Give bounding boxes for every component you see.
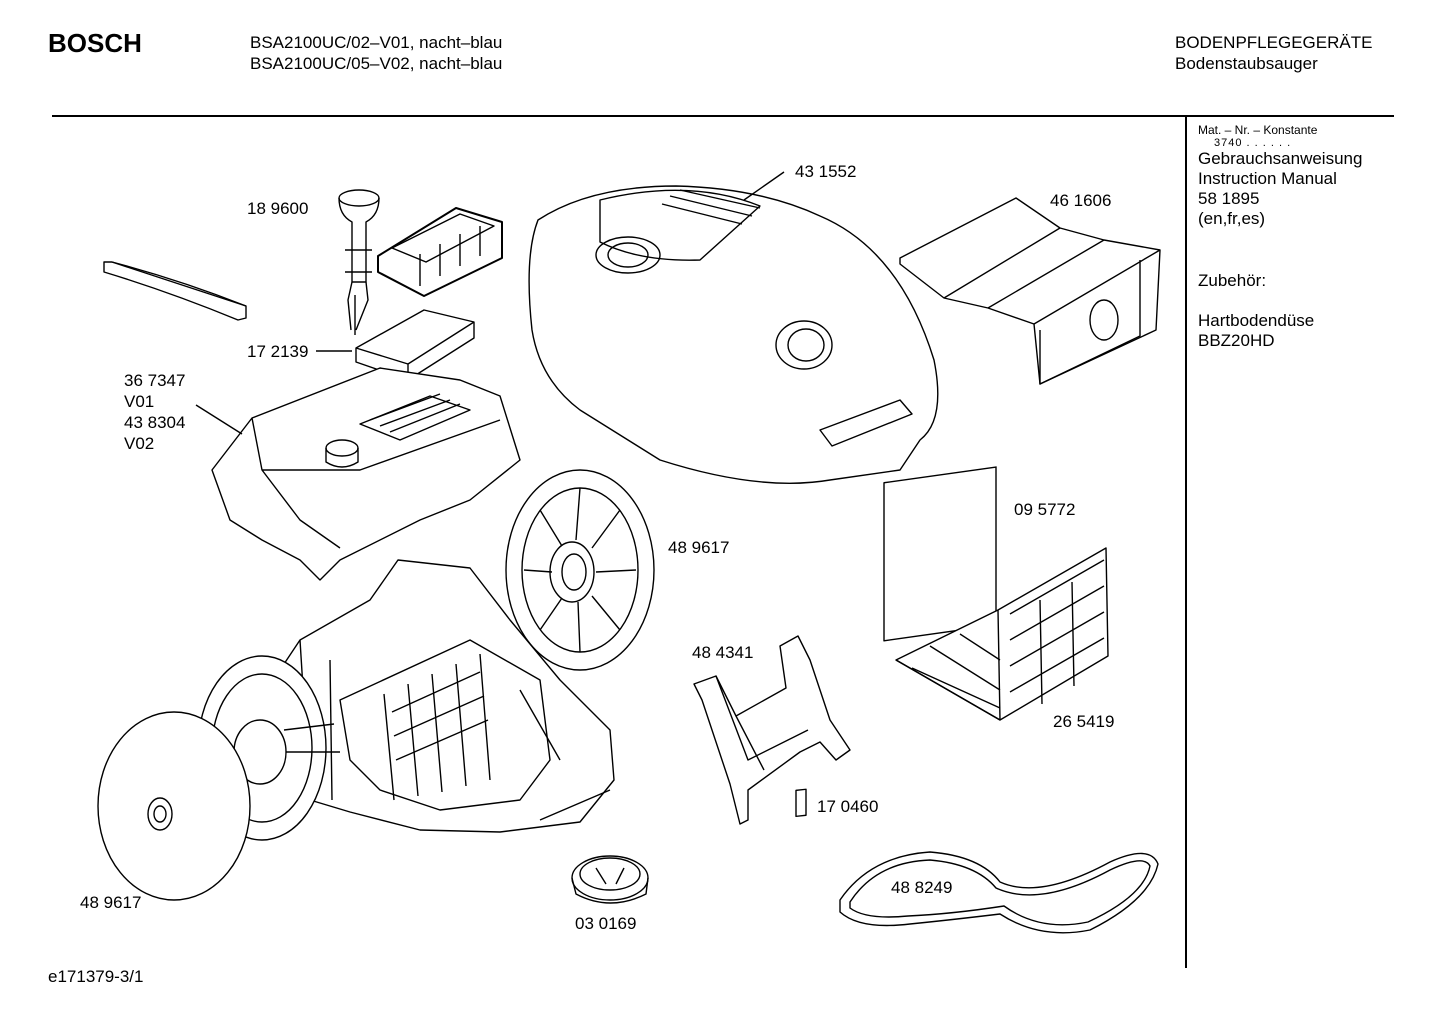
model-line: BSA2100UC/05–V02, nacht–blau xyxy=(250,54,503,73)
part-label-030169: 03 0169 xyxy=(575,914,637,933)
inner-housing xyxy=(211,367,521,581)
part-label-461606: 46 1606 xyxy=(1050,191,1112,210)
drawing-id: e171379-3/1 xyxy=(48,967,144,986)
part-label-438304: 43 8304 xyxy=(124,413,186,432)
category-subtitle: Bodenstaubsauger xyxy=(1175,54,1318,73)
leader-431552 xyxy=(743,171,785,201)
part-label-367347: 36 7347 xyxy=(124,371,186,390)
dust-bag xyxy=(899,197,1161,385)
filter-cassette xyxy=(377,207,503,297)
part-label-489617-left: 48 9617 xyxy=(80,893,142,912)
wheel-right xyxy=(505,469,655,671)
model-list: BSA2100UC/02–V01, nacht–blau BSA2100UC/0… xyxy=(250,32,502,74)
pin-part xyxy=(338,189,380,335)
filter-ring xyxy=(571,855,649,904)
part-label-170460: 17 0460 xyxy=(817,797,879,816)
part-label-488249: 48 8249 xyxy=(891,878,953,897)
part-label-v02: V02 xyxy=(124,434,155,453)
seal-strip xyxy=(103,261,247,321)
main-body xyxy=(259,559,615,833)
leader-367347 xyxy=(195,404,243,435)
part-label-095772: 09 5772 xyxy=(1014,500,1076,519)
sidebar: Mat. – Nr. – Konstante 3740 . . . . . . … xyxy=(1198,123,1362,351)
accessory-line: Hartbodendüse xyxy=(1198,311,1315,330)
grille xyxy=(895,547,1109,721)
mat-label: Mat. – Nr. – Konstante xyxy=(1198,123,1318,137)
top-shell xyxy=(528,185,939,484)
filter-sheet xyxy=(883,466,997,642)
bracket xyxy=(693,635,851,825)
manual-line: Gebrauchsanweisung xyxy=(1198,149,1363,168)
wheel-left xyxy=(97,711,251,901)
category-title: BODENPFLEGEGERÄTE xyxy=(1175,33,1373,52)
part-label-172139: 17 2139 xyxy=(247,342,309,361)
manual-line: 58 1895 xyxy=(1198,189,1260,208)
manual-line: Instruction Manual xyxy=(1198,169,1337,188)
part-label-v01: V01 xyxy=(124,392,155,411)
part-label-265419: 26 5419 xyxy=(1053,712,1115,731)
manual-line: (en,fr,es) xyxy=(1198,209,1266,228)
accessory-line: BBZ20HD xyxy=(1198,331,1275,350)
accessory-heading: Zubehör: xyxy=(1198,271,1267,290)
model-line: BSA2100UC/02–V01, nacht–blau xyxy=(250,33,503,52)
clip-part xyxy=(795,788,807,818)
category: BODENPFLEGEGERÄTE Bodenstaubsauger xyxy=(1175,32,1372,74)
brand-logo: BOSCH xyxy=(48,28,142,58)
filter-pad xyxy=(355,309,475,381)
part-label-484341: 48 4341 xyxy=(692,643,754,662)
part-label-431552: 43 1552 xyxy=(795,162,857,181)
part-label-489617-wheel: 48 9617 xyxy=(668,538,730,557)
belt xyxy=(839,851,1159,934)
mat-value: 3740 . . . . . . xyxy=(1214,137,1292,149)
part-label-189600: 18 9600 xyxy=(247,199,309,218)
